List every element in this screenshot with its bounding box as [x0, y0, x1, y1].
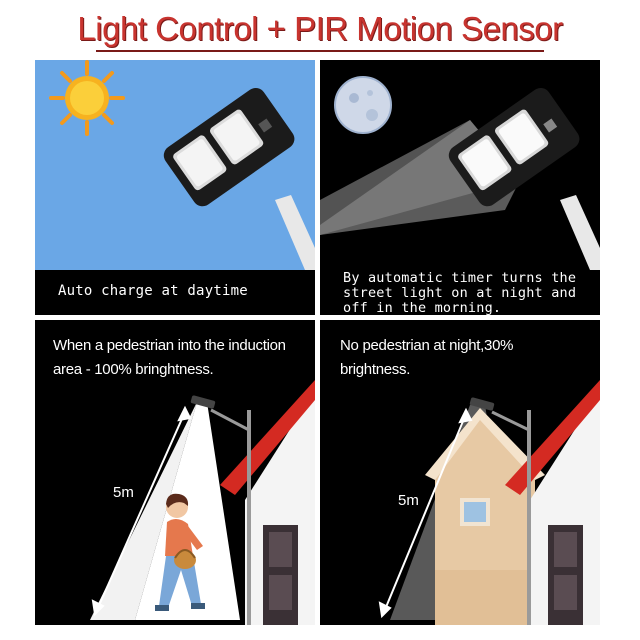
- pedestrian-icon: [155, 493, 205, 611]
- pedestrian-scene: [90, 380, 315, 625]
- solar-lamp-icon: [448, 87, 580, 207]
- caption-line: area - 100% bringhtness.: [53, 361, 214, 378]
- panel-night-timer: By automatic timer turns the street ligh…: [320, 60, 600, 315]
- panel-pedestrian: When a pedestrian into the induction are…: [35, 320, 315, 625]
- distance-label: 5m: [113, 484, 134, 501]
- caption-pedestrian: When a pedestrian into the induction are…: [53, 334, 315, 382]
- caption-no-pedestrian: No pedestrian at night,30% brightness.: [340, 334, 600, 382]
- caption-daytime: Auto charge at daytime: [58, 283, 248, 299]
- title-underline: [96, 50, 544, 52]
- caption-line: No pedestrian at night,30%: [340, 337, 514, 354]
- solar-lamp-icon: [163, 87, 295, 207]
- page-title: Light Control + PIR Motion Sensor: [77, 10, 563, 47]
- distance-label: 5m: [398, 492, 419, 509]
- street-lamp-icon: [190, 395, 216, 409]
- street-lamp-icon: [469, 397, 495, 411]
- caption-night-timer: By automatic timer turns the street ligh…: [320, 270, 600, 316]
- no-pedestrian-scene: [378, 380, 600, 625]
- night-timer-scene: [320, 76, 600, 270]
- caption-line: off in the morning.: [343, 300, 502, 316]
- daytime-scene: [35, 60, 315, 270]
- caption-line: When a pedestrian into the induction: [53, 337, 286, 354]
- caption-line: By automatic timer turns the: [343, 270, 577, 286]
- panel-daytime: Auto charge at daytime: [35, 60, 315, 315]
- sun-icon: [49, 60, 125, 136]
- panel-no-pedestrian: No pedestrian at night,30% brightness. 5…: [320, 320, 600, 625]
- caption-line: brightness.: [340, 361, 411, 378]
- caption-line: street light on at night and: [343, 285, 577, 301]
- moon-icon: [334, 76, 392, 134]
